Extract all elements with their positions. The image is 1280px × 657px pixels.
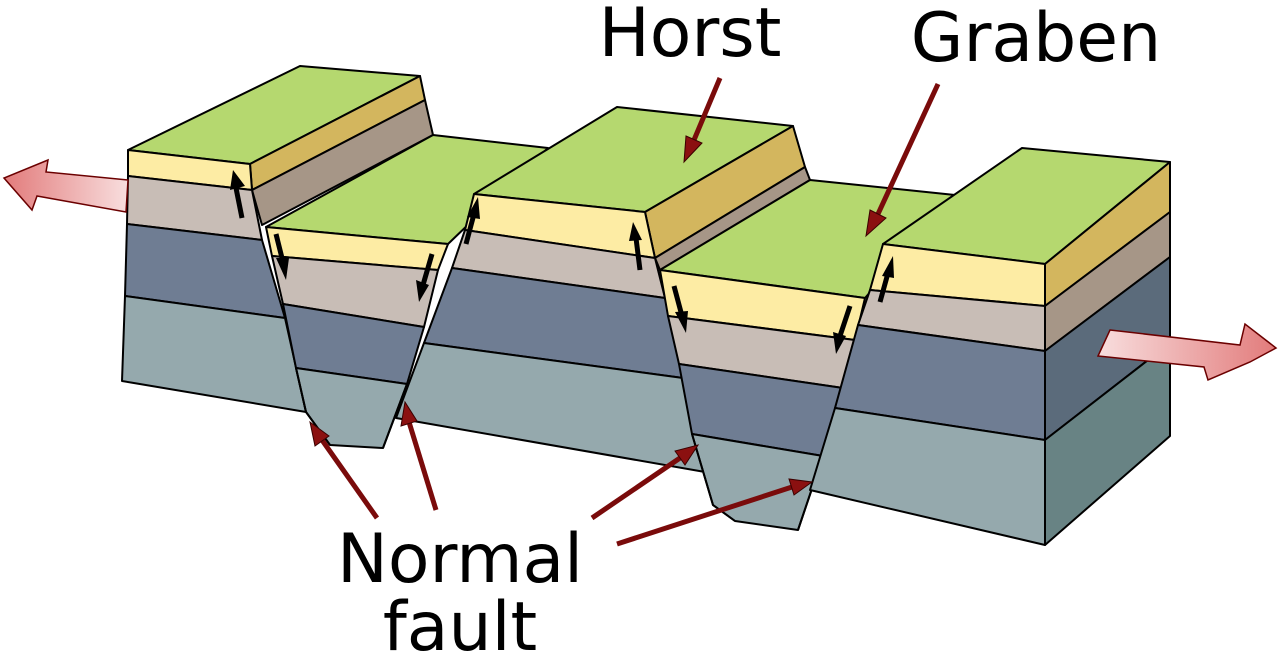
block-motion-arrows xyxy=(230,170,894,354)
normal-fault-label-line1: Normal xyxy=(337,520,583,599)
graben-pointer-arrow-icon xyxy=(865,82,941,238)
motion-up-arrow-icon xyxy=(877,256,894,303)
horst-label: Horst xyxy=(599,0,782,73)
fault-pointer-arrow-icon xyxy=(616,478,814,547)
motion-up-arrow-icon xyxy=(230,170,245,219)
block-graben-one xyxy=(265,134,549,449)
block-left-horst xyxy=(121,65,434,413)
graben-label: Graben xyxy=(911,0,1161,78)
motion-down-arrow-icon xyxy=(273,233,289,280)
motion-down-arrow-icon xyxy=(833,305,853,354)
fault-pointer-arrow-icon xyxy=(309,420,380,520)
extension-arrow-right-icon xyxy=(1096,322,1278,382)
extension-arrow-left-icon xyxy=(2,158,129,213)
fault-pointer-arrow-icon xyxy=(400,400,439,511)
horst-pointer-arrow-icon xyxy=(683,77,723,164)
motion-down-arrow-icon xyxy=(416,253,435,302)
label-pointers xyxy=(309,77,941,547)
extension-arrows xyxy=(2,158,1278,382)
block-right-horst xyxy=(809,147,1171,546)
normal-fault-label-line2: fault xyxy=(383,588,537,657)
block-central-horst xyxy=(395,106,811,473)
motion-up-arrow-icon xyxy=(463,197,480,245)
block-right-base-layer xyxy=(809,407,1046,546)
fault-pointer-arrow-icon xyxy=(590,444,700,521)
motion-up-arrow-icon xyxy=(629,222,643,271)
motion-down-arrow-icon xyxy=(671,285,688,333)
